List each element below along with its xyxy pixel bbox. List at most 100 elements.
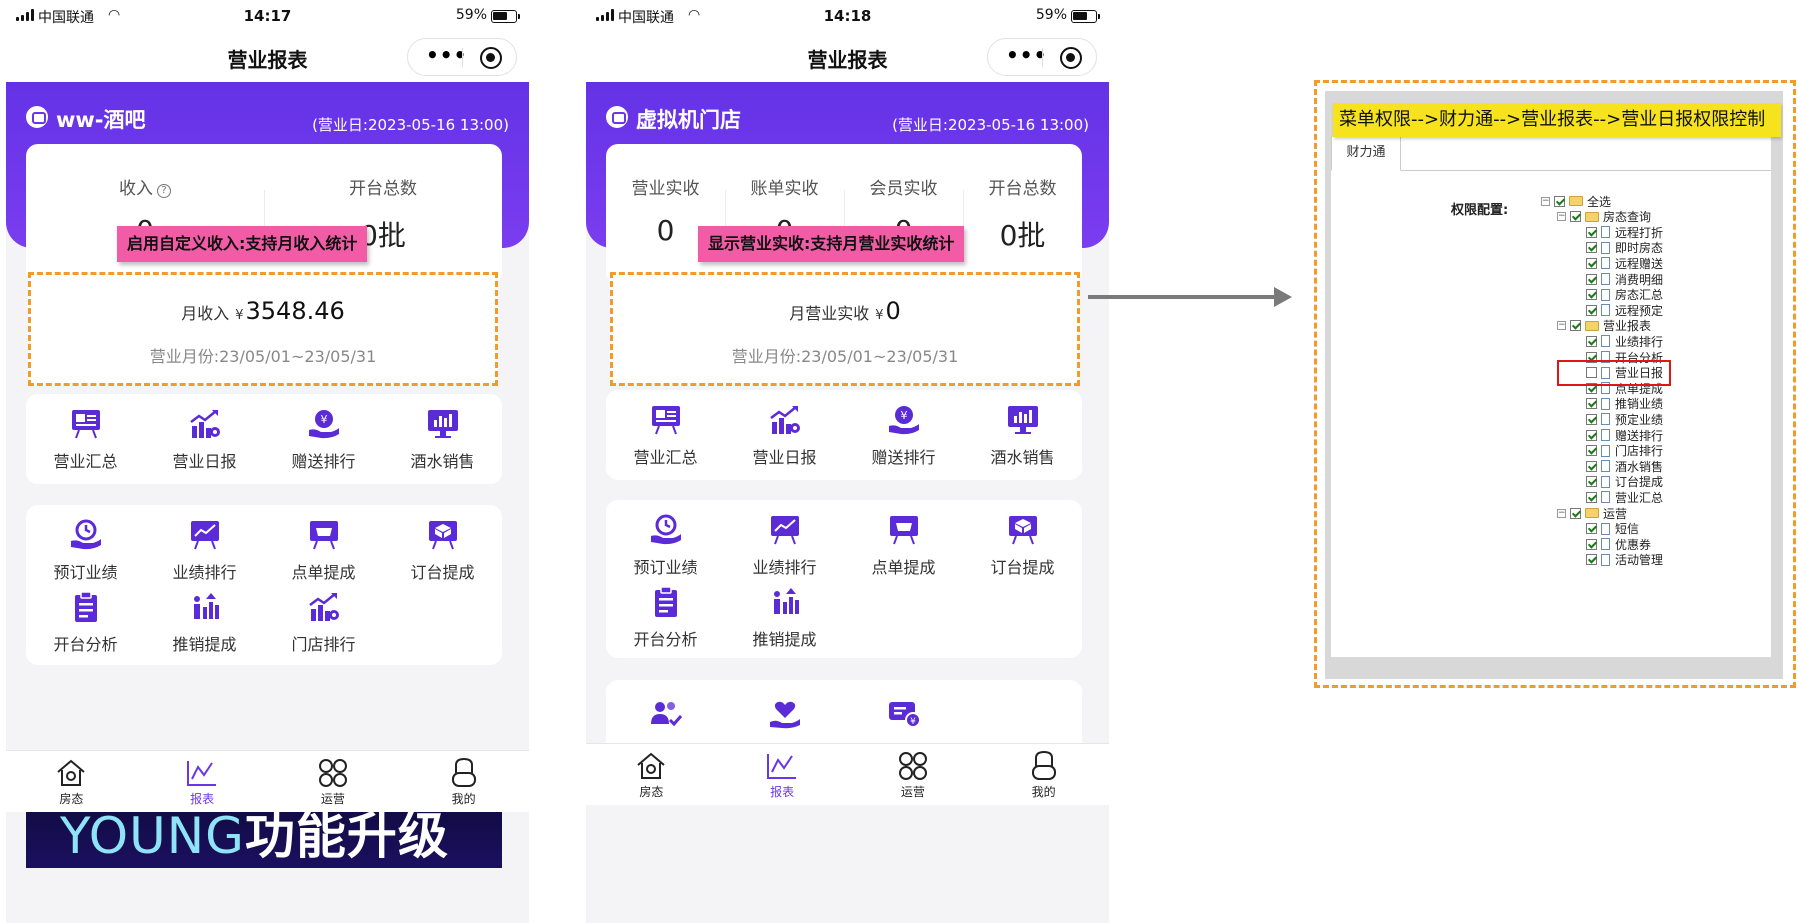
menu-item[interactable]: 门店排行 [264,591,383,655]
tree-leaf-node[interactable]: 门店排行 [1573,443,1663,459]
tab-mine[interactable]: 我的 [398,751,529,812]
checkbox-checked[interactable] [1586,304,1597,316]
tree-leaf-node[interactable]: 消费明细 [1573,271,1663,287]
tree-leaf-node[interactable]: 活动管理 [1573,552,1663,568]
house-icon [634,750,668,782]
menu-item[interactable]: 酒水销售 [963,404,1082,468]
monthly-summary[interactable]: 月营业实收¥0 营业月份:23/05/01~23/05/31 [610,272,1080,386]
tree-node-label: 赠送排行 [1615,428,1664,443]
menu-item[interactable]: 推销提成 [725,586,844,650]
checkbox-checked[interactable] [1586,273,1597,285]
collapse-icon[interactable]: − [1557,507,1566,518]
checkbox-checked[interactable] [1586,398,1597,410]
tree-leaf-node[interactable]: 营业日报 [1573,365,1663,381]
checkbox-checked[interactable] [1586,476,1597,488]
tab-operations[interactable]: 运营 [268,751,399,812]
menu-item[interactable]: 营业日报 [725,404,844,468]
checkbox-checked[interactable] [1586,351,1597,363]
checkbox-checked[interactable] [1586,257,1597,269]
stat-label: 会员实收 [869,179,938,199]
menu-item[interactable]: 业绩排行 [725,514,844,578]
checkbox-checked[interactable] [1586,382,1597,394]
collapse-icon[interactable]: − [1541,195,1550,206]
checkbox-checked[interactable] [1586,445,1597,457]
tree-leaf-node[interactable]: 赠送排行 [1573,427,1663,443]
checkbox-checked[interactable] [1554,195,1565,207]
tree-folder-node[interactable]: −营业报表 [1557,318,1651,334]
menu-item[interactable]: 订台提成 [383,519,502,583]
menu-item[interactable]: 营业汇总 [606,404,725,468]
tree-leaf-node[interactable]: 远程赠送 [1573,255,1663,271]
menu-item[interactable]: 酒水销售 [383,408,502,472]
checkbox-checked[interactable] [1586,289,1597,301]
menu-item[interactable]: 开台分析 [606,586,725,650]
checkbox-checked[interactable] [1586,335,1597,347]
help-icon[interactable]: ? [157,184,171,198]
tab-finance[interactable]: 财力通 [1331,137,1401,171]
monthly-summary[interactable]: 月收入¥3548.46 营业月份:23/05/01~23/05/31 [28,272,498,386]
tree-node-label: 消费明细 [1615,272,1664,287]
tree-leaf-node[interactable]: 订台提成 [1573,474,1663,490]
checkbox-checked[interactable] [1586,538,1597,550]
menu-item[interactable]: 预订业绩 [26,519,145,583]
tree-leaf-node[interactable]: 优惠券 [1573,536,1651,552]
tab-room-status[interactable]: 房态 [6,751,137,812]
checkbox-checked[interactable] [1586,491,1597,503]
tree-leaf-node[interactable]: 短信 [1573,521,1639,537]
tree-leaf-node[interactable]: 业绩排行 [1573,333,1663,349]
tree-node-label: 酒水销售 [1615,459,1664,474]
more-icon[interactable]: ••• [426,43,468,67]
menu-item[interactable]: ¥赠送排行 [264,408,383,472]
tree-leaf-node[interactable]: 营业汇总 [1573,489,1663,505]
tree-leaf-node[interactable]: 即时房态 [1573,240,1663,256]
document-icon [1601,413,1610,426]
menu-item[interactable]: 预订业绩 [606,514,725,578]
tree-leaf-node[interactable]: 远程预定 [1573,302,1663,318]
tree-leaf-node[interactable]: 预定业绩 [1573,411,1663,427]
menu-item[interactable]: 业绩排行 [145,519,264,583]
checkbox-checked[interactable] [1586,554,1597,566]
tab-reports[interactable]: 报表 [717,744,848,805]
collapse-icon[interactable]: − [1557,211,1566,222]
chart-up-icon [768,404,802,436]
document-icon [1601,226,1610,239]
checkbox-checked[interactable] [1586,242,1597,254]
checkbox-checked[interactable] [1586,413,1597,425]
checkbox-checked[interactable] [1570,320,1581,332]
tree-folder-node[interactable]: −运营 [1557,505,1627,521]
monthly-label: 月营业实收 [789,304,870,323]
menu-item[interactable]: 营业日报 [145,408,264,472]
menu-item[interactable]: 点单提成 [844,514,963,578]
tree-folder-node[interactable]: −房态查询 [1557,209,1651,225]
tree-leaf-node[interactable]: 酒水销售 [1573,458,1663,474]
checkbox-checked[interactable] [1586,460,1597,472]
tab-mine[interactable]: 我的 [978,744,1109,805]
collapse-icon[interactable]: − [1557,320,1566,331]
menu-item[interactable]: ¥赠送排行 [844,404,963,468]
more-icon[interactable]: ••• [1006,43,1048,67]
store-icon [26,106,48,128]
close-target-icon[interactable] [1060,47,1082,69]
checkbox-checked[interactable] [1586,429,1597,441]
checkbox-checked[interactable] [1586,523,1597,535]
checkbox-checked[interactable] [1570,507,1581,519]
tree-folder-node[interactable]: −全选 [1541,193,1611,209]
tree-leaf-node[interactable]: 推销业绩 [1573,396,1663,412]
tab-room-status[interactable]: 房态 [586,744,717,805]
house-icon [54,757,88,789]
menu-item[interactable]: 开台分析 [26,591,145,655]
tree-leaf-node[interactable]: 远程打折 [1573,224,1663,240]
tab-reports[interactable]: 报表 [137,751,268,812]
store-name[interactable]: ww-酒吧 [56,108,146,132]
checkbox-checked[interactable] [1570,211,1581,223]
checkbox-unchecked[interactable] [1586,367,1597,379]
tab-operations[interactable]: 运营 [848,744,979,805]
close-target-icon[interactable] [480,47,502,69]
tree-leaf-node[interactable]: 房态汇总 [1573,287,1663,303]
checkbox-checked[interactable] [1586,226,1597,238]
menu-item[interactable]: 订台提成 [963,514,1082,578]
menu-item[interactable]: 点单提成 [264,519,383,583]
menu-item[interactable]: 营业汇总 [26,408,145,472]
menu-item[interactable]: 推销提成 [145,591,264,655]
store-name[interactable]: 虚拟机门店 [636,108,741,132]
